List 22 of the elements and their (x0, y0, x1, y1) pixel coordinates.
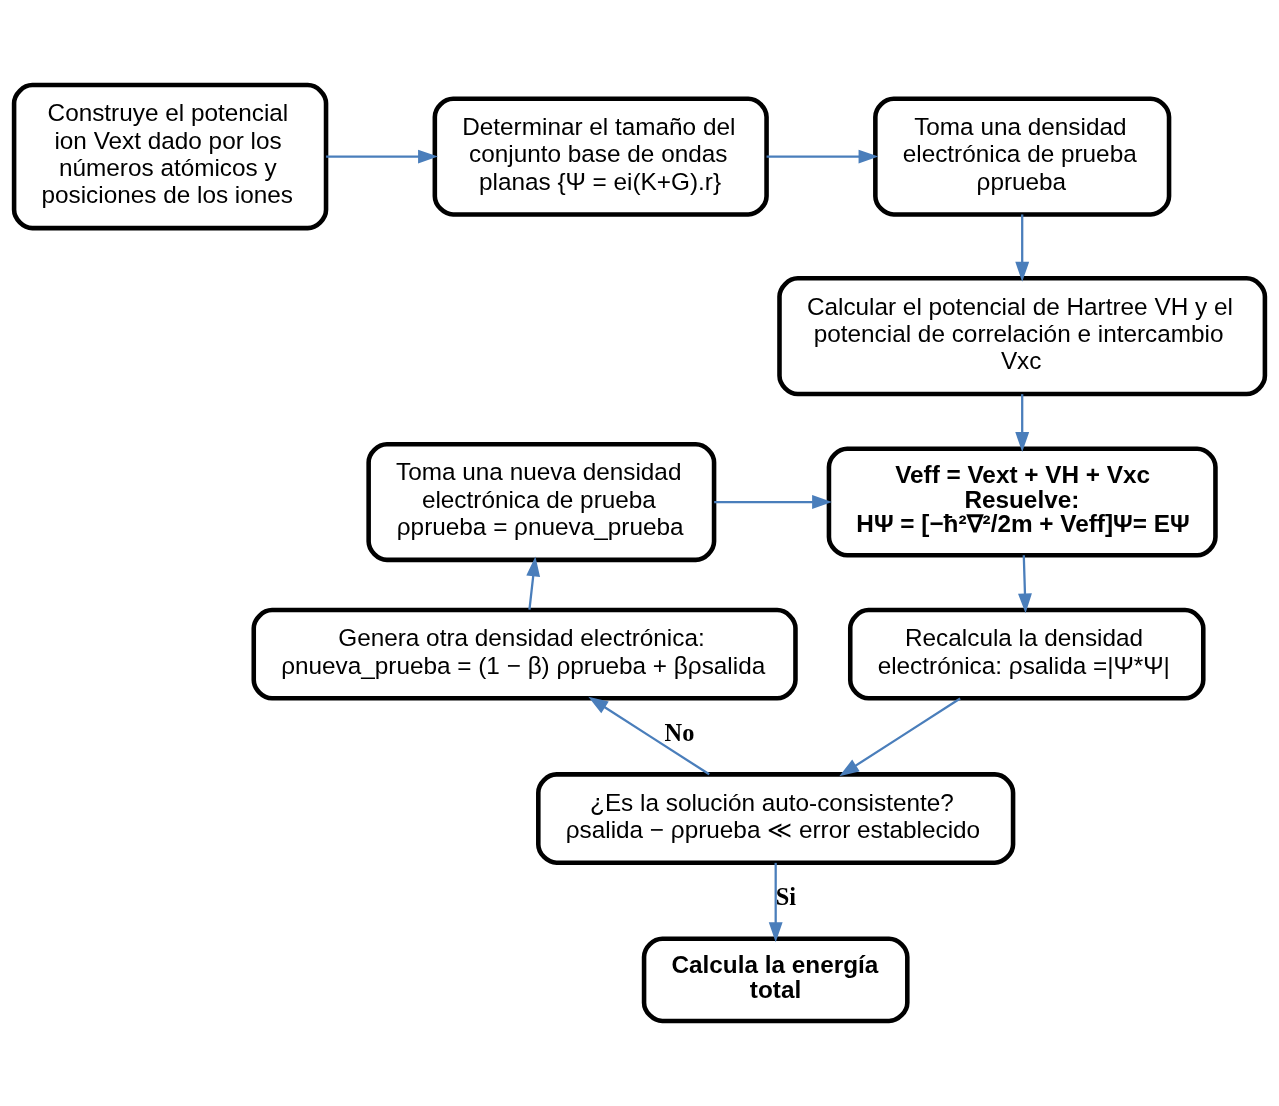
arrow (1018, 555, 1032, 614)
node-box: Determinar el tamaño del conjunto base de ondas planas {Ψ = ei(K+G).r} (432, 96, 769, 217)
node-box: ¿Es la solución auto-consistente? ρsalida − ρprueba ≪ error establecido (536, 772, 1016, 865)
arrow (1015, 214, 1030, 282)
arrow (326, 149, 438, 164)
node-box: Calcula la energía total (641, 936, 910, 1024)
node-box: Toma una densidad electrónica de prueba ρprueba (873, 96, 1172, 217)
arrow (526, 556, 541, 610)
arrow (588, 696, 710, 776)
node-box: Calcular el potencial de Hartree VH y el potencial de correlación e intercambio Vxc (777, 276, 1268, 397)
arrow (714, 495, 832, 509)
arrow (1015, 394, 1030, 452)
arrow (766, 149, 879, 164)
node-box: Construye el potencial ion Vext dado por los números atómicos y posiciones de los iones (11, 82, 329, 231)
arrow (839, 697, 961, 777)
node-box: Recalcula la densidad electrónica: ρsalida =|Ψ*Ψ| (847, 607, 1206, 701)
edge-label: Si (775, 882, 796, 910)
arrow (768, 862, 783, 943)
node-box: Toma una nueva densidad electrónica de prueba ρprueba = ρnueva_prueba (366, 441, 717, 563)
node-box: Veff = Vext + VH + Vxc Resuelve: HΨ = [−ħ²∇²/2m + Veff]Ψ= EΨ (826, 446, 1218, 558)
node-box: Genera otra densidad electrónica: ρnueva_prueba = (1 − β) ρprueba + βρsalida (251, 607, 798, 701)
edge-label: No (664, 718, 695, 746)
